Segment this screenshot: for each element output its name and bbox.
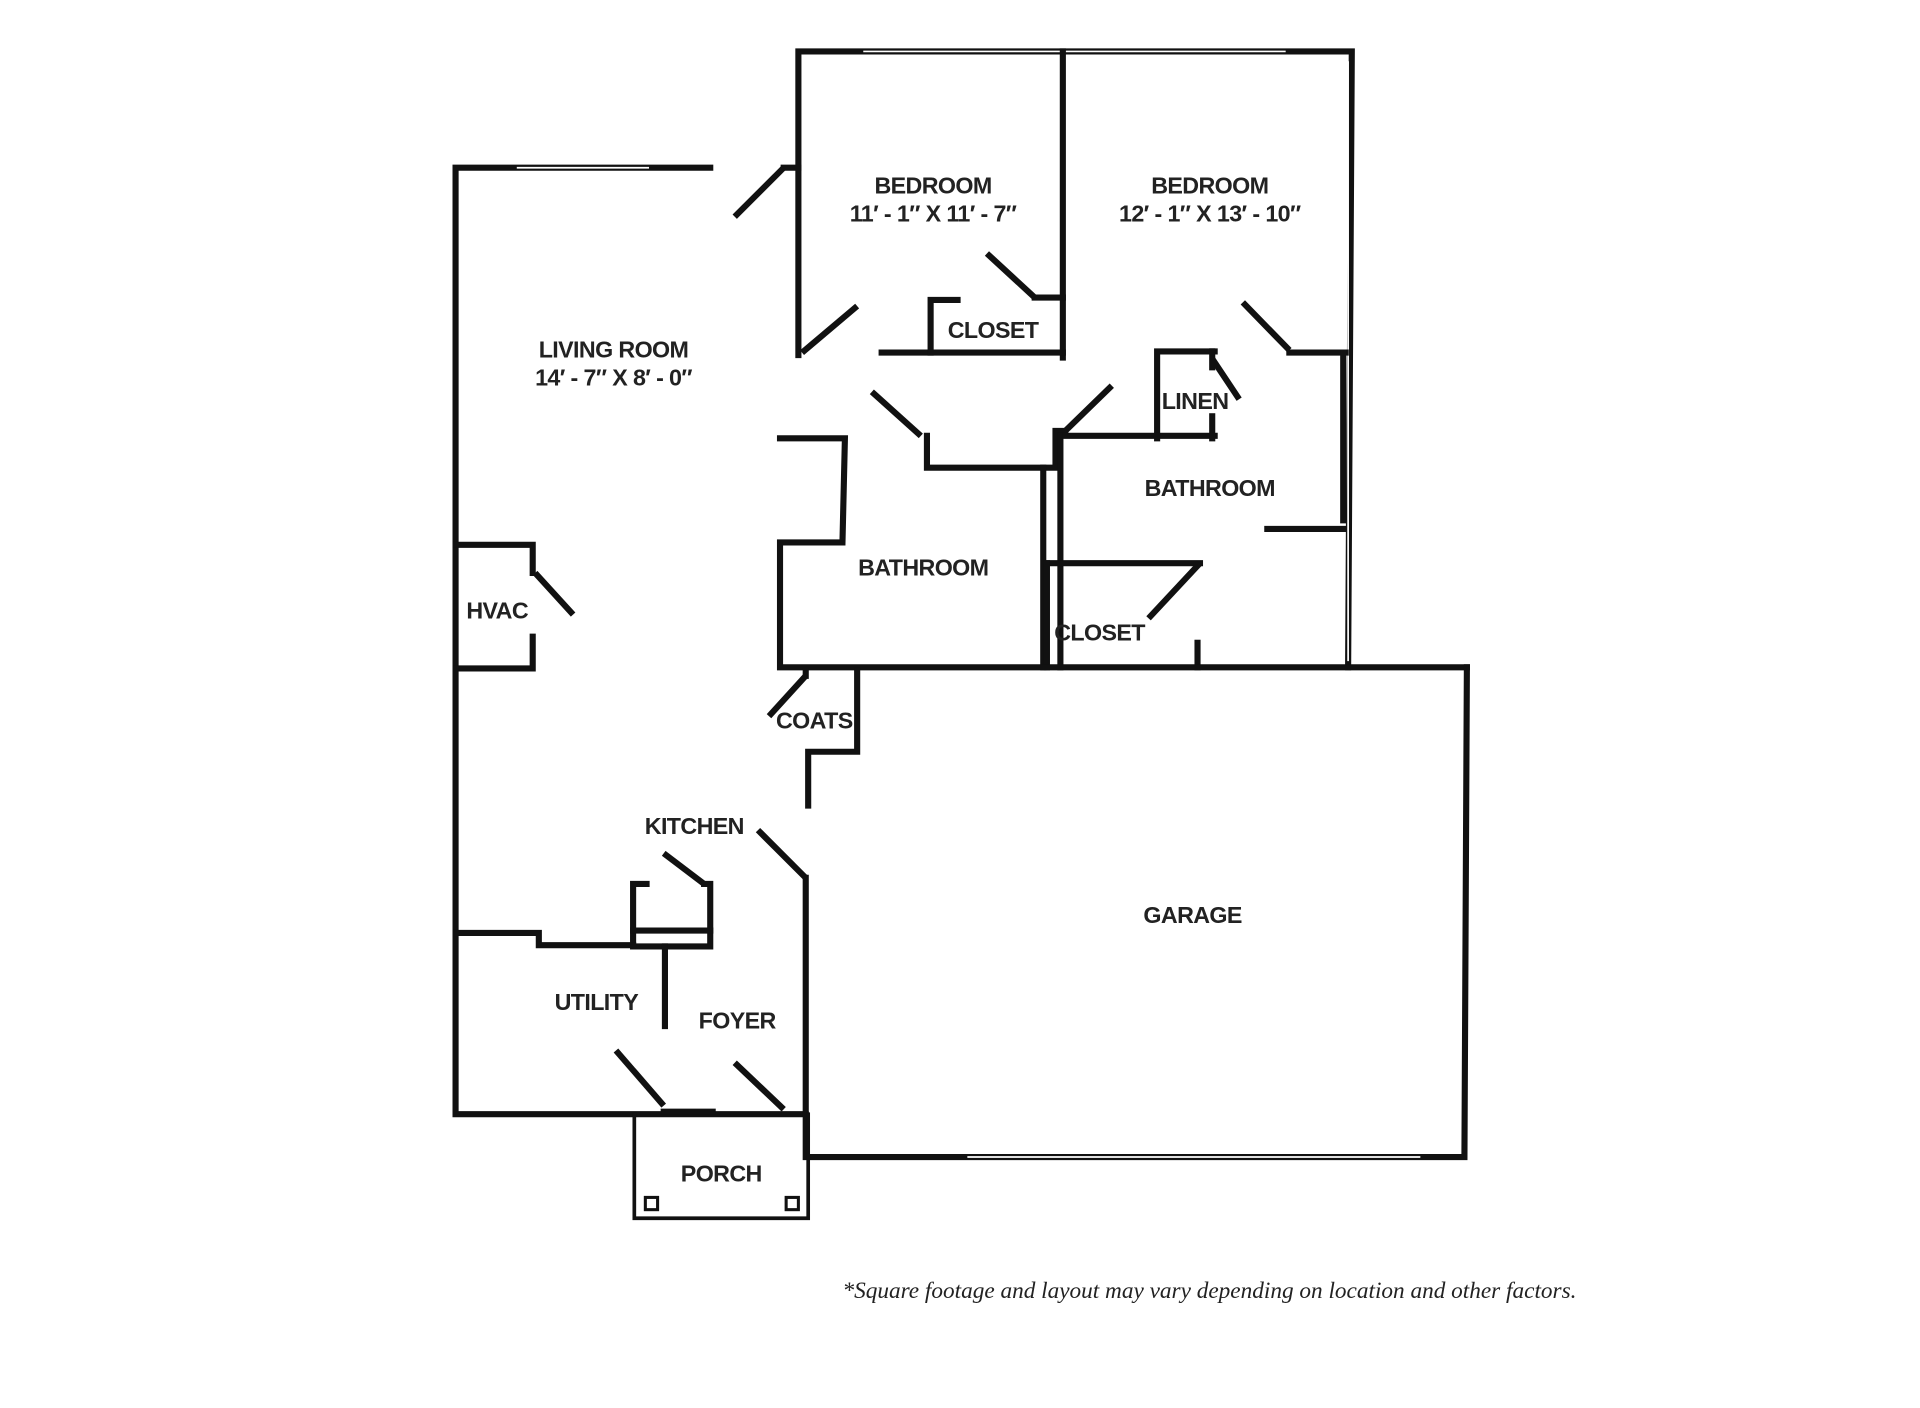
- living-room-dims: 14′ - 7″ X 8′ - 0″: [535, 365, 692, 391]
- living-room-name: LIVING ROOM: [539, 337, 689, 363]
- doors: [532, 165, 1292, 1112]
- walls: [452, 48, 1470, 1221]
- porch-post-right: [784, 1195, 800, 1212]
- room-labels: BEDROOM 11′ - 1″ X 11′ - 7″ BEDROOM 12′ …: [466, 172, 1301, 1186]
- bedroom1-name: BEDROOM: [874, 172, 991, 198]
- linen-label: LINEN: [1162, 388, 1229, 414]
- bedroom2-name: BEDROOM: [1151, 172, 1268, 198]
- bedroom1-dims: 11′ - 1″ X 11′ - 7″: [850, 201, 1017, 227]
- coats-label: COATS: [776, 707, 853, 733]
- bathroom2-label: BATHROOM: [1145, 475, 1275, 501]
- closet2-label: CLOSET: [1054, 619, 1145, 645]
- foyer-label: FOYER: [699, 1007, 777, 1033]
- garage-label: GARAGE: [1143, 902, 1241, 928]
- porch-post-left: [643, 1195, 660, 1212]
- kitchen-label: KITCHEN: [645, 813, 744, 839]
- bedroom2-dims: 12′ - 1″ X 13′ - 10″: [1119, 201, 1301, 227]
- disclaimer: *Square footage and layout may vary depe…: [842, 1278, 1576, 1304]
- bathroom1-label: BATHROOM: [858, 554, 988, 580]
- hvac-label: HVAC: [466, 597, 529, 623]
- porch-label: PORCH: [681, 1160, 762, 1186]
- utility-label: UTILITY: [555, 989, 640, 1015]
- closet1-label: CLOSET: [948, 317, 1039, 343]
